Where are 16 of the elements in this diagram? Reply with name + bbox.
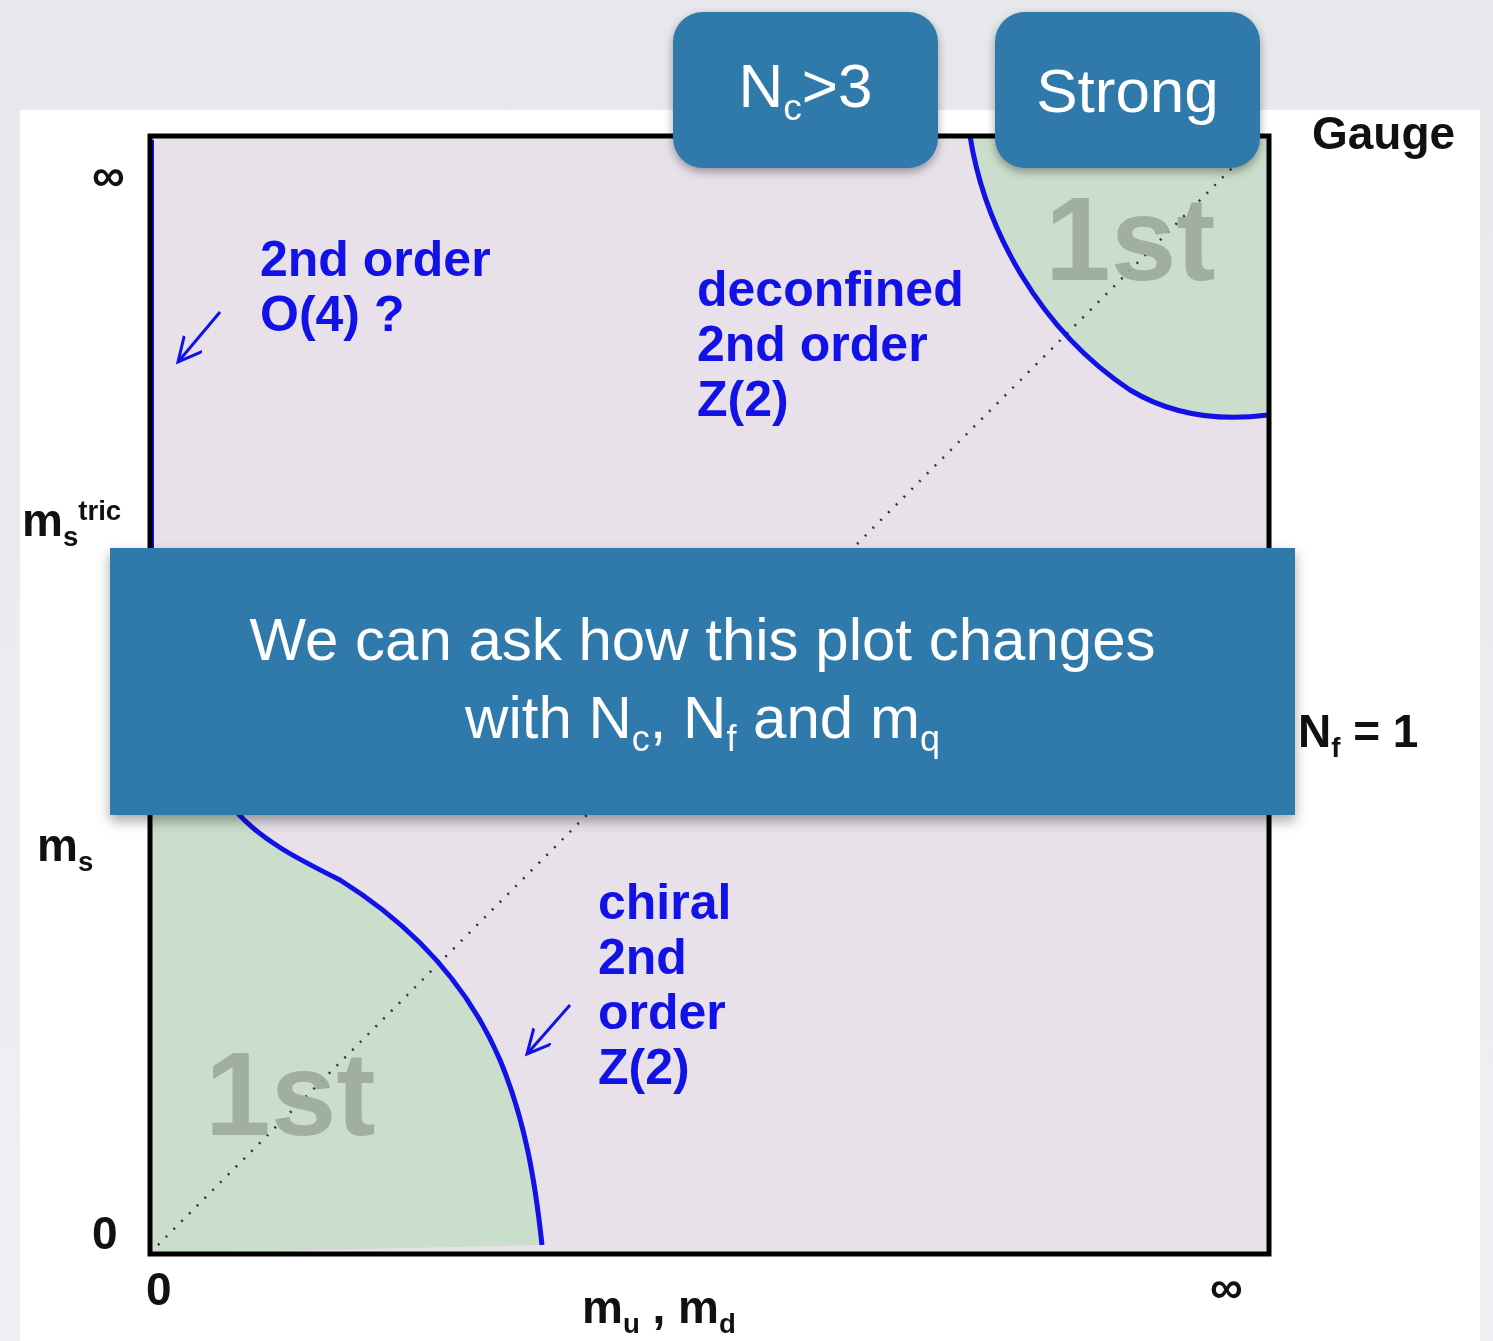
region-label: deconfined 2nd order Z(2) (697, 262, 965, 427)
axis-tick-label: 0 (92, 1208, 118, 1259)
axis-tick-label: 0 (146, 1264, 172, 1315)
callout-bubble: Strong (995, 12, 1260, 168)
axis-tick-label: ∞ (92, 150, 125, 201)
region-label: chiral 2nd order Z(2) (598, 875, 733, 1095)
region-label: 2nd order O(4) ? (260, 232, 492, 342)
callout-bubble: N$_{c}$>3 (673, 12, 938, 168)
axis-title: Gauge (1312, 108, 1456, 159)
note-banner: We can ask how this plot changes with N$_{c}$, N$_{f}$ and m$_{q}$ (110, 548, 1295, 815)
axis-title: m$_{u}$ , m$_{d}$ (582, 1282, 736, 1340)
region-label: 1st (1045, 175, 1216, 305)
axis-tick-label: ∞ (1210, 1262, 1243, 1313)
axis-tick-label: m$_{s}$ (37, 820, 94, 878)
region-label: 1st (205, 1030, 376, 1160)
axis-title: N$_{f}$ = 1 (1298, 706, 1419, 764)
